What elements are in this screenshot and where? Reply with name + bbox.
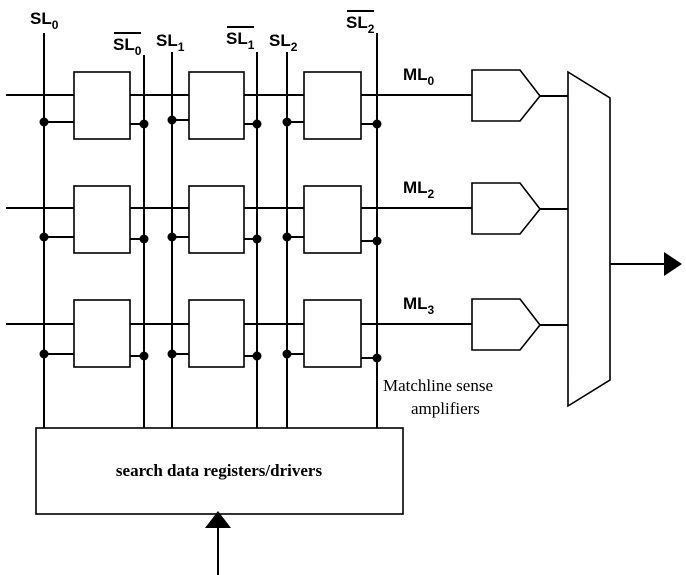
junction-dot bbox=[282, 232, 292, 242]
junction-dot bbox=[139, 351, 149, 361]
sense-amplifiers bbox=[471, 69, 568, 351]
junction-dot bbox=[372, 236, 382, 246]
junction-dot bbox=[252, 351, 262, 361]
sl0-label: SL0 bbox=[30, 9, 59, 32]
junction-dot bbox=[167, 349, 177, 359]
register-block-label: search data registers/drivers bbox=[116, 461, 323, 480]
junction-dot bbox=[39, 232, 49, 242]
match-line-labels: ML0 ML2 ML3 bbox=[403, 65, 435, 317]
sl0-bar-label: SL0 bbox=[113, 35, 142, 58]
junction-dot bbox=[372, 119, 382, 129]
junction-dot bbox=[282, 349, 292, 359]
junction-dot bbox=[139, 234, 149, 244]
sense-amp-caption-line1: Matchline sense bbox=[383, 376, 493, 395]
junction-dot bbox=[282, 117, 292, 127]
junction-dot bbox=[167, 115, 177, 125]
sense-amp-caption-line2: amplifiers bbox=[411, 399, 480, 418]
cam-cell-r1-c0 bbox=[73, 185, 131, 254]
cam-cell-r0-c1 bbox=[188, 71, 245, 140]
sl1-label: SL1 bbox=[156, 31, 185, 54]
input-arrow-icon bbox=[205, 511, 231, 528]
sense-amp-2 bbox=[471, 298, 542, 351]
priority-encoder bbox=[567, 70, 611, 408]
ml0-label: ML0 bbox=[403, 65, 435, 88]
cam-cell-r0-c0 bbox=[73, 71, 131, 140]
ml2-label: ML2 bbox=[403, 178, 435, 201]
sl1-bar-label: SL1 bbox=[226, 29, 255, 52]
cam-row-0 bbox=[39, 71, 382, 140]
cam-cell-r0-c2 bbox=[303, 71, 362, 140]
cam-cell-r2-c1 bbox=[188, 299, 245, 368]
cam-cell-r2-c2 bbox=[303, 299, 362, 368]
junction-dot bbox=[372, 353, 382, 363]
sense-amp-0 bbox=[471, 69, 542, 122]
sl2-bar-label: SL2 bbox=[346, 13, 375, 36]
sl2-label: SL2 bbox=[269, 31, 298, 54]
junction-dot bbox=[252, 119, 262, 129]
cam-cell-r1-c1 bbox=[188, 185, 245, 254]
ml3-label: ML3 bbox=[403, 294, 435, 317]
cam-cell-r1-c2 bbox=[303, 185, 362, 254]
sense-amp-1 bbox=[471, 182, 542, 235]
cam-cell-r2-c0 bbox=[73, 299, 131, 368]
search-line-labels: SL0 SL0 SL1 SL1 SL2 SL2 bbox=[30, 9, 375, 58]
junction-dot bbox=[167, 232, 177, 242]
search-data-register-block bbox=[35, 427, 404, 515]
junction-dot bbox=[39, 117, 49, 127]
junction-dot bbox=[139, 119, 149, 129]
output-arrow-icon bbox=[664, 252, 682, 276]
cam-row-2 bbox=[39, 299, 382, 368]
cam-row-1 bbox=[39, 185, 382, 254]
junction-dot bbox=[39, 349, 49, 359]
junction-dot bbox=[252, 234, 262, 244]
